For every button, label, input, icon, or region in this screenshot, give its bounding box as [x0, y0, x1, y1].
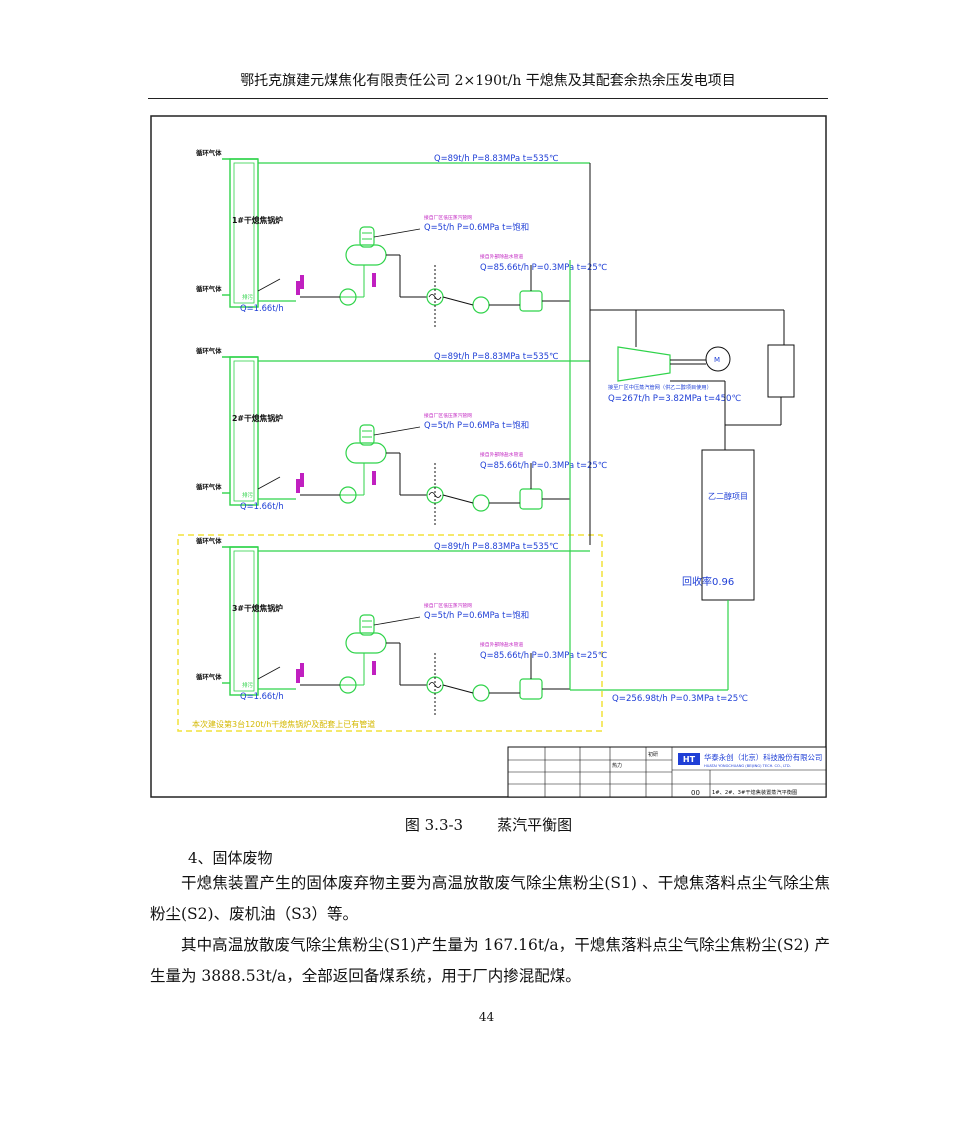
- turbine-label: 接至厂区中压蒸汽管网（供乙二醇项目使用）: [608, 383, 712, 391]
- return-flow: Q=256.98t/h P=0.3MPa t=25℃: [612, 694, 748, 704]
- circ-gas-label: 循环气体: [196, 672, 222, 681]
- main-steam-flow: Q=89t/h P=8.83MPa t=535℃: [434, 153, 559, 163]
- paragraph: 其中高温放散废气除尘焦粉尘(S1)产生量为 167.16t/a，干熄焦落料点尘气…: [150, 936, 830, 985]
- figure-frame: [150, 115, 827, 798]
- low-pressure-flow: Q=5t/h P=0.6MPa t=饱和: [424, 610, 529, 620]
- boiler-name: 3#干熄焦锅炉: [232, 603, 283, 613]
- return-rate: 回收率0.96: [682, 575, 734, 588]
- boiler-name: 2#干熄焦锅炉: [232, 413, 283, 423]
- feed-water-label: 接自外部除盐水管道: [480, 641, 523, 648]
- circ-gas-label: 循环气体: [196, 536, 222, 545]
- circ-gas-label: 循环气体: [196, 346, 222, 355]
- feed-water-label: 接自外部除盐水管道: [480, 451, 523, 458]
- low-pressure-label: 接自厂区低压蒸汽管网: [424, 602, 472, 609]
- svg-text:00: 00: [691, 789, 700, 797]
- steam-balance-diagram: 本次建设第3台120t/h干熄焦锅炉及配套上已有管道 循环气体循环气体1#干熄焦…: [150, 115, 827, 798]
- page-number: 44: [478, 1010, 495, 1024]
- section-heading: 4、固体废物: [188, 849, 273, 867]
- feed-water-flow: Q=85.66t/h P=0.3MPa t=25℃: [480, 262, 608, 272]
- generator-icon: [705, 346, 731, 372]
- page-header: 鄂托克旗建元煤焦化有限责任公司 2×190t/h 干熄焦及其配套余热余压发电项目: [240, 73, 736, 89]
- svg-text:初研: 初研: [648, 751, 658, 758]
- caption-number: 图 3.3-3: [404, 816, 464, 834]
- figure-caption: 图 3.3-3 蒸汽平衡图: [150, 815, 827, 835]
- drawing-title: 1#、2#、3#干熄焦装置蒸汽平衡图: [712, 788, 797, 796]
- blowdown-flow: Q=1.66t/h: [240, 691, 284, 701]
- company-name: 华泰永创（北京）科技股份有限公司: [704, 753, 822, 762]
- feed-water-flow: Q=85.66t/h P=0.3MPa t=25℃: [480, 460, 608, 470]
- blowdown-flow: Q=1.66t/h: [240, 501, 284, 511]
- feed-water-label: 接自外部除盐水管道: [480, 253, 523, 260]
- dashed-note: 本次建设第3台120t/h干熄焦锅炉及配套上已有管道: [192, 719, 375, 729]
- caption-title: 蒸汽平衡图: [497, 816, 573, 834]
- svg-text:热力: 热力: [612, 762, 622, 769]
- title-block: HT 华泰永创（北京）科技股份有限公司 HUATAI YONGCHUANG (B…: [507, 746, 827, 798]
- circ-gas-label: 循环气体: [196, 284, 222, 293]
- low-pressure-label: 接自厂区低压蒸汽管网: [424, 214, 472, 221]
- paragraph: 干熄焦装置产生的固体废弃物主要为高温放散废气除尘焦粉尘(S1) 、干熄焦落料点尘…: [150, 874, 830, 923]
- discharge-label: 排污: [242, 293, 254, 301]
- svg-text:M: M: [714, 356, 720, 364]
- main-steam-flow: Q=89t/h P=8.83MPa t=535℃: [434, 541, 559, 551]
- company-logo-icon: [678, 753, 700, 765]
- turbine-flow: Q=267t/h P=3.82MPa t=450℃: [608, 394, 742, 404]
- feed-water-flow: Q=85.66t/h P=0.3MPa t=25℃: [480, 650, 608, 660]
- steam-turbine: M 接至厂区中压蒸汽管网（供乙二醇项目使用） Q=267t/h P=3.82MP…: [608, 310, 795, 450]
- circ-gas-label: 循环气体: [196, 148, 222, 157]
- discharge-label: 排污: [242, 681, 254, 689]
- low-pressure-label: 接自厂区低压蒸汽管网: [424, 412, 472, 419]
- low-pressure-flow: Q=5t/h P=0.6MPa t=饱和: [424, 420, 529, 430]
- boiler-name: 1#干熄焦锅炉: [232, 215, 283, 225]
- discharge-label: 排污: [242, 491, 254, 499]
- circ-gas-label: 循环气体: [196, 482, 222, 491]
- company-name-en: HUATAI YONGCHUANG (BEIJING) TECH. CO., L…: [704, 764, 791, 768]
- low-pressure-flow: Q=5t/h P=0.6MPa t=饱和: [424, 222, 529, 232]
- new-boiler-dashed-box: [177, 534, 603, 732]
- blowdown-flow: Q=1.66t/h: [240, 303, 284, 313]
- header-rule: [148, 98, 828, 99]
- project-label: 乙二醇项目: [708, 491, 748, 501]
- svg-text:HT: HT: [683, 755, 696, 764]
- main-steam-flow: Q=89t/h P=8.83MPa t=535℃: [434, 351, 559, 361]
